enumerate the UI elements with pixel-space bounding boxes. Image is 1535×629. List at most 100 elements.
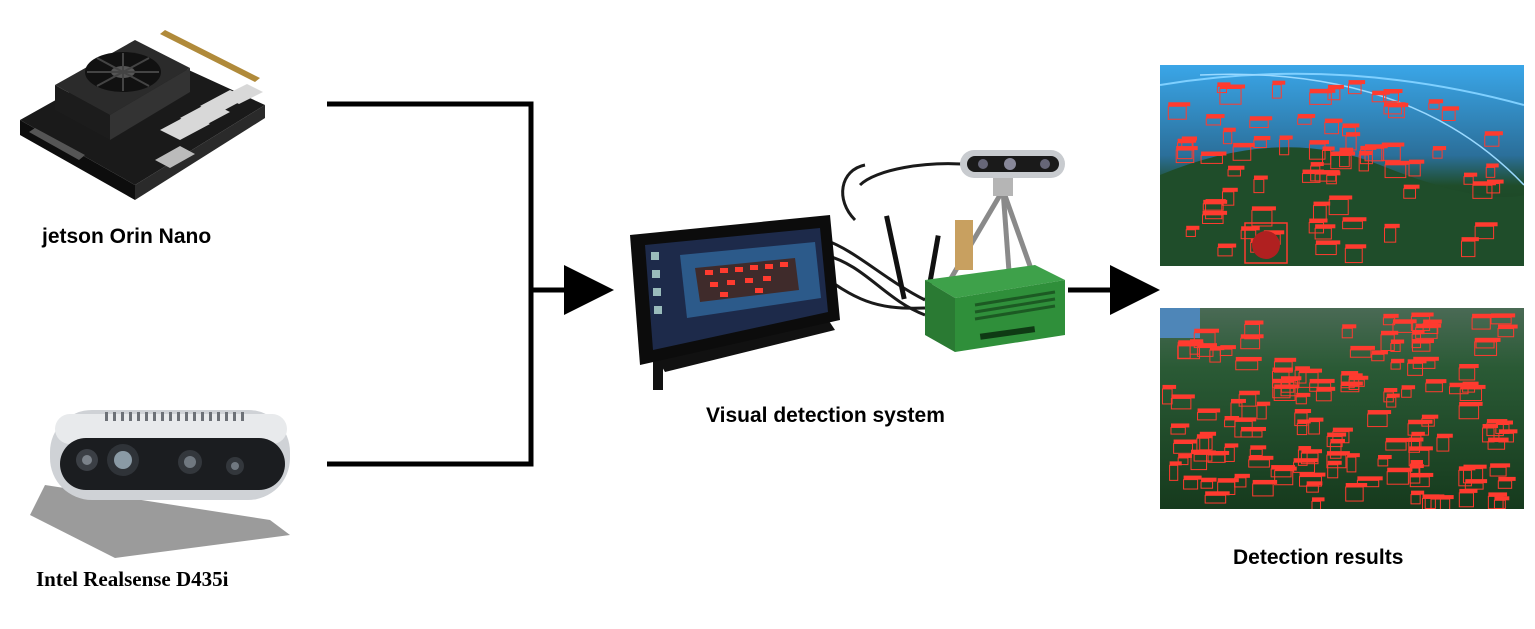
- detection-tag: [1409, 159, 1425, 164]
- detection-tag: [1295, 366, 1310, 371]
- detection-tag: [1486, 419, 1508, 424]
- detection-tag: [1281, 376, 1302, 381]
- detection-tag: [1459, 488, 1478, 493]
- detection-tag: [1217, 243, 1237, 248]
- detection-tag: [1449, 382, 1473, 387]
- detection-box: [1190, 453, 1208, 471]
- detection-box: [1381, 146, 1401, 161]
- detection-tag: [1274, 384, 1300, 389]
- detection-box: [1471, 317, 1491, 330]
- detection-tag: [1308, 417, 1324, 422]
- detection-tag: [1425, 379, 1447, 384]
- detection-tag: [1251, 206, 1276, 211]
- detection-tag: [1365, 144, 1388, 149]
- detection-tag: [1409, 446, 1433, 451]
- green-enclosure-image: [925, 265, 1065, 352]
- detection-tag: [1345, 244, 1367, 249]
- detection-tag: [1472, 313, 1495, 318]
- detection-tag: [1297, 419, 1311, 424]
- detection-box: [1484, 134, 1500, 147]
- detection-tag: [1171, 394, 1195, 399]
- detection-tag: [1228, 165, 1245, 170]
- detection-tag: [1407, 359, 1427, 364]
- detection-tag: [1250, 445, 1267, 450]
- detection-tag: [1313, 201, 1331, 206]
- detection-tag: [1279, 135, 1293, 140]
- detection-box: [1217, 481, 1236, 495]
- detection-tag: [1230, 398, 1246, 403]
- detection-tag: [1253, 135, 1271, 140]
- detection-tag: [1345, 132, 1361, 137]
- detection-tag: [1205, 199, 1226, 204]
- detection-tag: [1339, 147, 1354, 152]
- detection-tag: [1381, 142, 1405, 147]
- detection-tag: [1349, 373, 1363, 378]
- detection-tag: [1315, 224, 1336, 229]
- detection-tag: [1385, 437, 1411, 442]
- detection-box: [1371, 353, 1385, 362]
- detection-box: [1341, 327, 1353, 339]
- detection-tag: [1385, 160, 1410, 165]
- detection-tag: [1316, 386, 1336, 391]
- detection-tag: [1488, 492, 1508, 497]
- detection-box: [1271, 84, 1282, 99]
- detection-tag: [1306, 481, 1323, 486]
- detection-tag: [1432, 146, 1447, 151]
- detection-tag: [1309, 88, 1336, 93]
- detection-tag: [1475, 222, 1498, 227]
- detection-tag: [1299, 472, 1326, 477]
- detection-box: [1482, 427, 1495, 443]
- detection-tag: [1465, 479, 1488, 484]
- detection-tag: [1494, 496, 1510, 501]
- detection-tag: [1162, 384, 1177, 389]
- detection-tag: [1486, 179, 1504, 184]
- label-system: Visual detection system: [706, 404, 945, 427]
- detection-tag: [1253, 175, 1268, 180]
- detection-tag: [1201, 477, 1217, 482]
- detection-tag: [1371, 350, 1388, 355]
- detection-tag: [1248, 455, 1274, 460]
- detection-tag: [1330, 151, 1356, 156]
- detection-tag: [1486, 163, 1499, 168]
- detection-box: [1230, 402, 1243, 419]
- label-jetson: jetson Orin Nano: [42, 225, 212, 248]
- detection-tag: [1315, 240, 1341, 245]
- detection-tag: [1461, 237, 1479, 242]
- detection-box: [1326, 454, 1347, 469]
- detection-tag: [1425, 494, 1440, 499]
- detection-tag: [1219, 84, 1246, 89]
- detection-tag: [1311, 497, 1325, 502]
- detection-tag: [1177, 138, 1197, 143]
- detection-tag: [1274, 357, 1297, 362]
- detection-tag: [1384, 223, 1400, 228]
- detection-tag: [1367, 410, 1392, 415]
- detection-tag: [1217, 478, 1239, 483]
- detection-tag: [1310, 162, 1324, 167]
- detection-tag: [1474, 337, 1501, 342]
- detection-tag: [1498, 324, 1518, 329]
- detection-box: [1167, 105, 1187, 120]
- detection-box: [1196, 346, 1214, 357]
- detection-tag: [1412, 330, 1425, 335]
- detection-tag: [1324, 118, 1343, 123]
- detection-tag: [1410, 472, 1434, 477]
- detection-tag: [1220, 345, 1236, 350]
- detection-box: [1421, 418, 1435, 427]
- detection-tag: [1235, 356, 1262, 361]
- detection-tag: [1272, 367, 1293, 372]
- detection-tag: [1309, 378, 1335, 383]
- detection-tag: [1332, 427, 1353, 432]
- detection-tag: [1415, 323, 1442, 328]
- detection-box: [1367, 413, 1388, 428]
- detection-tag: [1206, 114, 1225, 119]
- detection-box: [1311, 500, 1322, 509]
- detection-tag: [1322, 146, 1335, 151]
- detection-tag: [1315, 170, 1340, 175]
- detection-tag: [1459, 363, 1479, 368]
- detection-tag: [1239, 390, 1260, 395]
- label-results: Detection results: [1233, 546, 1404, 569]
- detection-tag: [1464, 172, 1478, 177]
- detection-tag: [1342, 324, 1357, 329]
- detection-tag: [1176, 146, 1198, 151]
- detection-tag: [1234, 473, 1250, 478]
